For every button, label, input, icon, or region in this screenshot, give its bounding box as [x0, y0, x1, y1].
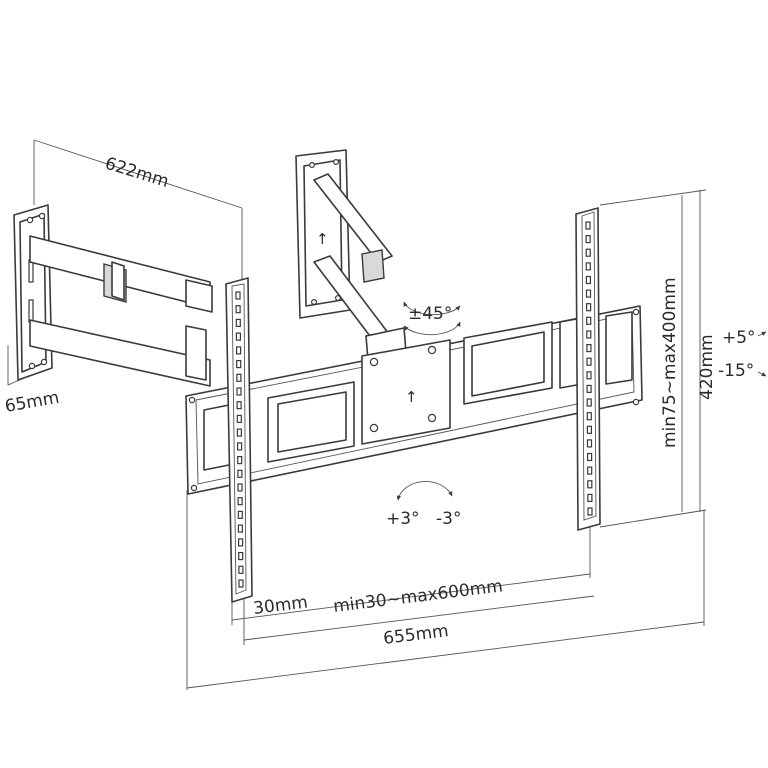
strap-slot: [236, 346, 242, 355]
left-upper-arm: [29, 235, 213, 313]
level-plus-label: +3°: [386, 509, 420, 529]
strap-slot: [237, 483, 243, 492]
strap-slot: [236, 387, 242, 396]
left-lower-arm: [29, 319, 211, 387]
swivel-indicator: ±45°: [403, 301, 461, 336]
level-indicator: +3° -3°: [386, 481, 461, 529]
strap-slot: [235, 332, 241, 341]
strap-slot: [586, 384, 592, 393]
strap-slot: [586, 398, 592, 407]
strap-slot: [586, 452, 593, 462]
strap-slot: [236, 414, 242, 423]
strap-slot: [237, 442, 243, 451]
total-width-label: 655mm: [382, 621, 450, 649]
strap-slot: [586, 425, 593, 434]
strap-slot: [236, 401, 242, 410]
swivel-label: ±45°: [408, 304, 452, 324]
up-arrow-icon: ↑: [316, 230, 329, 248]
strap-slot: [237, 469, 243, 478]
strap-slot: [587, 480, 593, 489]
tilt-indicator: +5° -15°: [718, 328, 767, 381]
strap-slot: [236, 373, 242, 382]
strap-slot: [585, 221, 591, 230]
strap-slot: [586, 330, 592, 339]
bracket-width-label: 30mm: [252, 592, 309, 619]
strap-slot: [585, 275, 592, 285]
left-vertical-strap: [225, 277, 253, 603]
vesa-vertical-label: min75~max400mm: [660, 277, 680, 448]
strap-slot: [235, 305, 241, 314]
strap-slot: [586, 439, 593, 448]
tilt-up-label: +5°: [722, 328, 756, 348]
arm-extension-label: 622mm: [103, 154, 172, 192]
tv-bracket-frame: ↑: [185, 305, 643, 495]
strap-slot: [238, 551, 244, 561]
strap-slot: [585, 303, 592, 312]
strap-slot: [238, 538, 244, 547]
strap-slot: [237, 524, 243, 533]
strap-slot: [587, 507, 593, 516]
strap-slot: [586, 344, 592, 353]
strap-slot: [585, 262, 591, 271]
strap-slot: [238, 565, 244, 574]
strap-slot: [587, 493, 593, 502]
strap-slot: [586, 412, 592, 421]
up-arrow-icon: ↑: [405, 388, 418, 406]
strap-slot: [237, 497, 243, 506]
wall-depth-label: 65mm: [3, 388, 60, 417]
strap-slot: [236, 428, 242, 437]
strap-slot: [585, 248, 591, 257]
strap-slot: [235, 291, 241, 300]
strap-slot: [237, 456, 243, 465]
right-vertical-strap: [575, 207, 601, 531]
strap-slot: [586, 316, 592, 325]
height-label: 420mm: [697, 334, 717, 400]
strap-slot: [585, 289, 592, 298]
strap-slot: [236, 360, 242, 369]
strap-slot: [587, 466, 593, 475]
tilt-down-label: -15°: [718, 361, 754, 381]
center-arms: [313, 173, 407, 361]
strap-slot: [586, 371, 592, 380]
strap-slot: [235, 318, 241, 327]
left-wall-plate: [13, 204, 53, 381]
strap-slot: [238, 579, 244, 588]
strap-slot: [586, 357, 592, 366]
strap-slot: [585, 235, 591, 244]
level-minus-label: -3°: [436, 509, 461, 529]
strap-slot: [237, 510, 243, 519]
